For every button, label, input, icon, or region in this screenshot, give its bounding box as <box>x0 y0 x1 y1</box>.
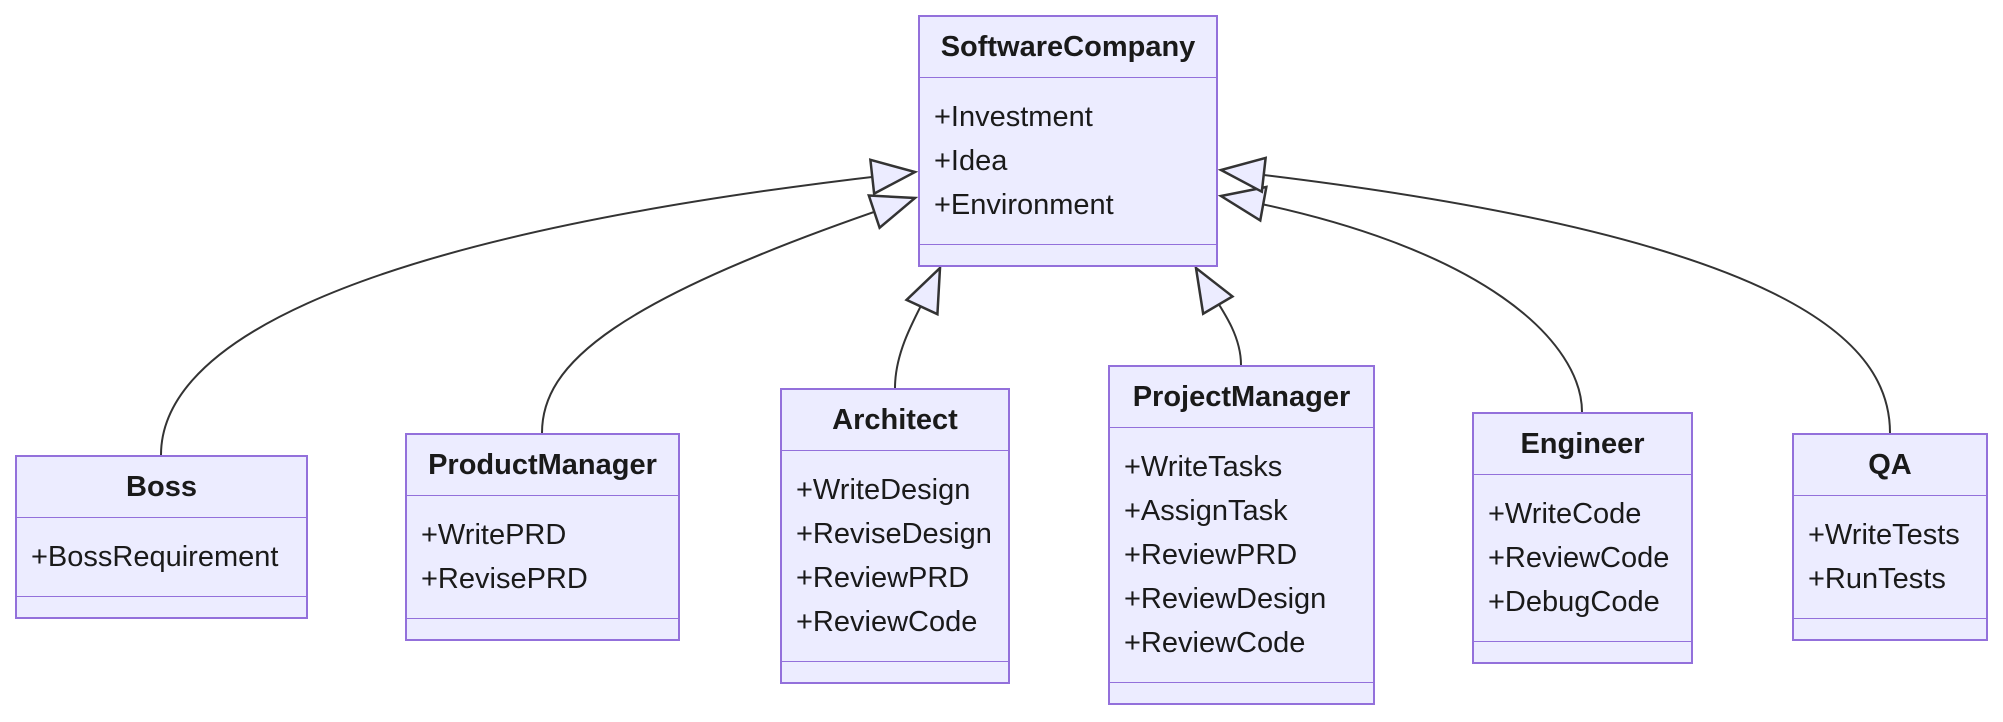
class-productmanager: ProductManager +WritePRD +RevisePRD <box>405 433 680 641</box>
class-member: +WritePRD <box>421 519 567 551</box>
class-title: Architect <box>782 390 1008 451</box>
class-member: +WriteCode <box>1488 498 1642 530</box>
class-title: Boss <box>17 457 306 518</box>
class-members: +BossRequirement <box>17 518 306 597</box>
edge-projectmanager-to-softwarecompany <box>1194 265 1242 366</box>
edge-architect-to-softwarecompany <box>894 264 942 389</box>
class-title: ProjectManager <box>1110 367 1373 428</box>
class-title: Engineer <box>1474 414 1691 475</box>
class-methods-empty <box>920 245 1216 265</box>
class-title: SoftwareCompany <box>920 17 1216 78</box>
class-methods-empty <box>782 662 1008 682</box>
edge-productmanager-to-softwarecompany <box>541 194 919 434</box>
class-member: +DebugCode <box>1488 586 1660 618</box>
class-member: +WriteTests <box>1808 519 1960 551</box>
class-methods-empty <box>17 597 306 617</box>
class-members: +WriteTasks +AssignTask +ReviewPRD +Revi… <box>1110 428 1373 683</box>
edge-qa-to-softwarecompany <box>1217 156 1891 434</box>
class-member: +BossRequirement <box>31 541 279 573</box>
class-methods-empty <box>1794 619 1986 639</box>
class-member: +Idea <box>934 145 1008 177</box>
class-member: +ReviewDesign <box>1124 583 1327 615</box>
class-softwarecompany: SoftwareCompany +Investment +Idea +Envir… <box>918 15 1218 267</box>
class-members: +WriteDesign +ReviseDesign +ReviewPRD +R… <box>782 451 1008 662</box>
class-methods-empty <box>1474 642 1691 662</box>
class-members: +WriteTests +RunTests <box>1794 496 1986 619</box>
class-members: +WriteCode +ReviewCode +DebugCode <box>1474 475 1691 642</box>
class-member: +WriteDesign <box>796 474 971 506</box>
edge-boss-to-softwarecompany <box>160 158 919 456</box>
class-member: +ReviewPRD <box>1124 539 1298 571</box>
class-engineer: Engineer +WriteCode +ReviewCode +DebugCo… <box>1472 412 1693 664</box>
class-title: QA <box>1794 435 1986 496</box>
class-projectmanager: ProjectManager +WriteTasks +AssignTask +… <box>1108 365 1375 705</box>
class-member: +ReviewCode <box>1124 627 1306 659</box>
class-title: ProductManager <box>407 435 678 496</box>
class-member: +ReviewCode <box>796 606 978 638</box>
class-member: +Investment <box>934 101 1093 133</box>
class-methods-empty <box>407 619 678 639</box>
class-member: +RevisePRD <box>421 563 588 595</box>
class-architect: Architect +WriteDesign +ReviseDesign +Re… <box>780 388 1010 684</box>
class-member: +ReviewCode <box>1488 542 1670 574</box>
class-member: +ReviseDesign <box>796 518 992 550</box>
class-members: +Investment +Idea +Environment <box>920 78 1216 245</box>
class-qa: QA +WriteTests +RunTests <box>1792 433 1988 641</box>
class-boss: Boss +BossRequirement <box>15 455 308 619</box>
class-member: +AssignTask <box>1124 495 1288 527</box>
edge-engineer-to-softwarecompany <box>1217 185 1583 413</box>
class-member: +RunTests <box>1808 563 1946 595</box>
class-members: +WritePRD +RevisePRD <box>407 496 678 619</box>
class-member: +WriteTasks <box>1124 451 1283 483</box>
class-member: +ReviewPRD <box>796 562 970 594</box>
class-member: +Environment <box>934 189 1114 221</box>
class-methods-empty <box>1110 683 1373 703</box>
